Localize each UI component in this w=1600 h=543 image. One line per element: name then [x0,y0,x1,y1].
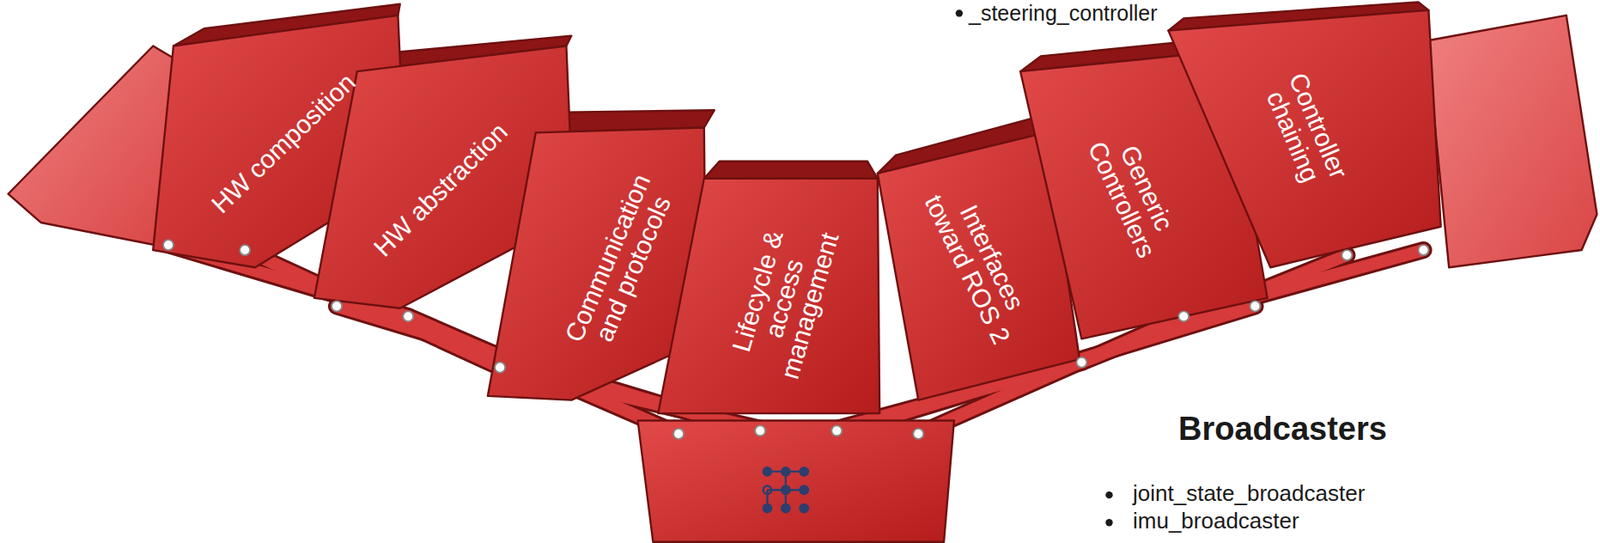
list-heading: Broadcasters [1178,410,1388,448]
tray-face [657,178,880,414]
tray-opening [704,161,878,179]
tray-face [1168,10,1441,268]
toolbox-base [638,419,955,542]
left-lid [8,45,177,247]
list-item: joint_state_broadcaster [1132,480,1365,507]
ros2-control-logo [763,467,809,512]
list-item: _steering_controller [968,0,1158,26]
right-lid [1426,15,1597,268]
list-item: imu_broadcaster [1132,507,1300,535]
